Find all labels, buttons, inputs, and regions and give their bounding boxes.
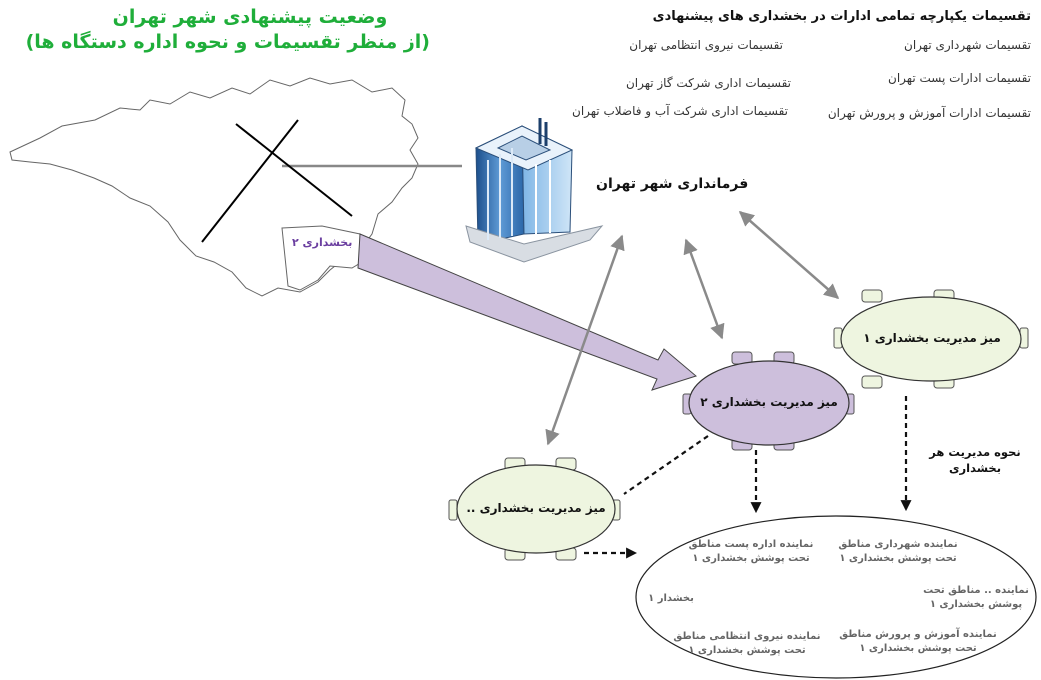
representatives-group-ellipse [635,515,1037,679]
rep-other-line-2: پوشش بخشداری ۱ [929,599,1023,610]
connector-gov-desk1 [738,211,840,299]
rep-education-line-2: تحت پوشش بخشداری ۱ [859,643,977,654]
management-note: نحوه مدیریت هر بخشداری [920,444,1030,476]
rep-police: نماینده نیروی انتظامی مناطق تحت پوشش بخش… [672,630,822,658]
connector-gov-desk2 [683,238,725,340]
tehran-map [9,77,462,297]
rep-municipality-line-1: نماینده شهرداری مناطق [838,539,958,550]
governorate-building-icon [465,118,604,263]
connector-gov-desk3 [545,234,625,446]
rep-education: نماینده آموزش و پرورش مناطق تحت پوشش بخش… [838,628,998,656]
rep-education-line-1: نماینده آموزش و پرورش مناطق [839,629,997,640]
desk-3-label: میز مدیریت بخشداری .. [466,501,606,515]
dashed-flow-arrows [584,396,912,559]
desk-1-label: میز مدیریت بخشداری ۱ [863,331,1001,345]
cross-mark-line-a [235,123,353,217]
rep-post: نماینده اداره پست مناطق تحت پوشش بخشداری… [686,538,816,566]
division-item-municipality: تقسیمات شهرداری تهران [904,38,1031,52]
governorate-label: فرمانداری شهر تهران [596,176,749,192]
division-item-police: تقسیمات نیروی انتظامی تهران [629,38,783,52]
desk-2-label: میز مدیریت بخشداری ۲ [700,395,838,409]
rep-police-line-1: نماینده نیروی انتظامی مناطق [673,631,821,642]
division-item-post: تقسیمات ادارات پست تهران [888,71,1031,85]
governorate-connectors [545,211,840,446]
district-2-outline [281,225,373,291]
management-note-line-2: بخشداری [948,461,1002,475]
division-item-water: تقسیمات اداری شرکت آب و فاضلاب تهران [572,104,788,118]
desk-3-table [448,457,621,561]
rep-other-line-1: نماینده .. مناطق تحت [923,585,1029,596]
cross-mark-line-b [201,119,299,243]
rep-police-line-2: تحت پوشش بخشداری ۱ [688,645,806,656]
page-title: وضعیت پیشنهادی شهر تهران [112,6,388,28]
rep-municipality: نماینده شهرداری مناطق تحت پوشش بخشداری ۱ [828,538,968,566]
divisions-heading: تقسیمات یکپارچه تمامی ادارات در بخشداری … [652,9,1031,24]
desk-1-table [833,289,1029,389]
page-subtitle: (از منظر تقسیمات و نحوه اداره دستگاه ها) [25,31,430,53]
rep-post-line-2: تحت پوشش بخشداری ۱ [692,553,810,564]
rep-other: نماینده .. مناطق تحت پوشش بخشداری ۱ [914,584,1038,612]
rep-district-head: بخشدار ۱ [648,593,694,604]
map-outline [9,77,419,297]
management-note-line-1: نحوه مدیریت هر [929,445,1021,459]
dashed-line-desk2-desk3 [623,435,709,495]
rep-post-line-1: نماینده اداره پست مناطق [688,539,814,550]
division-item-education: تقسیمات ادارات آموزش و پرورش تهران [827,106,1031,120]
rep-municipality-line-2: تحت پوشش بخشداری ۱ [839,553,957,564]
desk-2-table [682,351,855,451]
region-2-label: بخشداری ۲ [292,236,353,249]
division-item-gas: تقسیمات اداری شرکت گاز تهران [625,76,791,90]
